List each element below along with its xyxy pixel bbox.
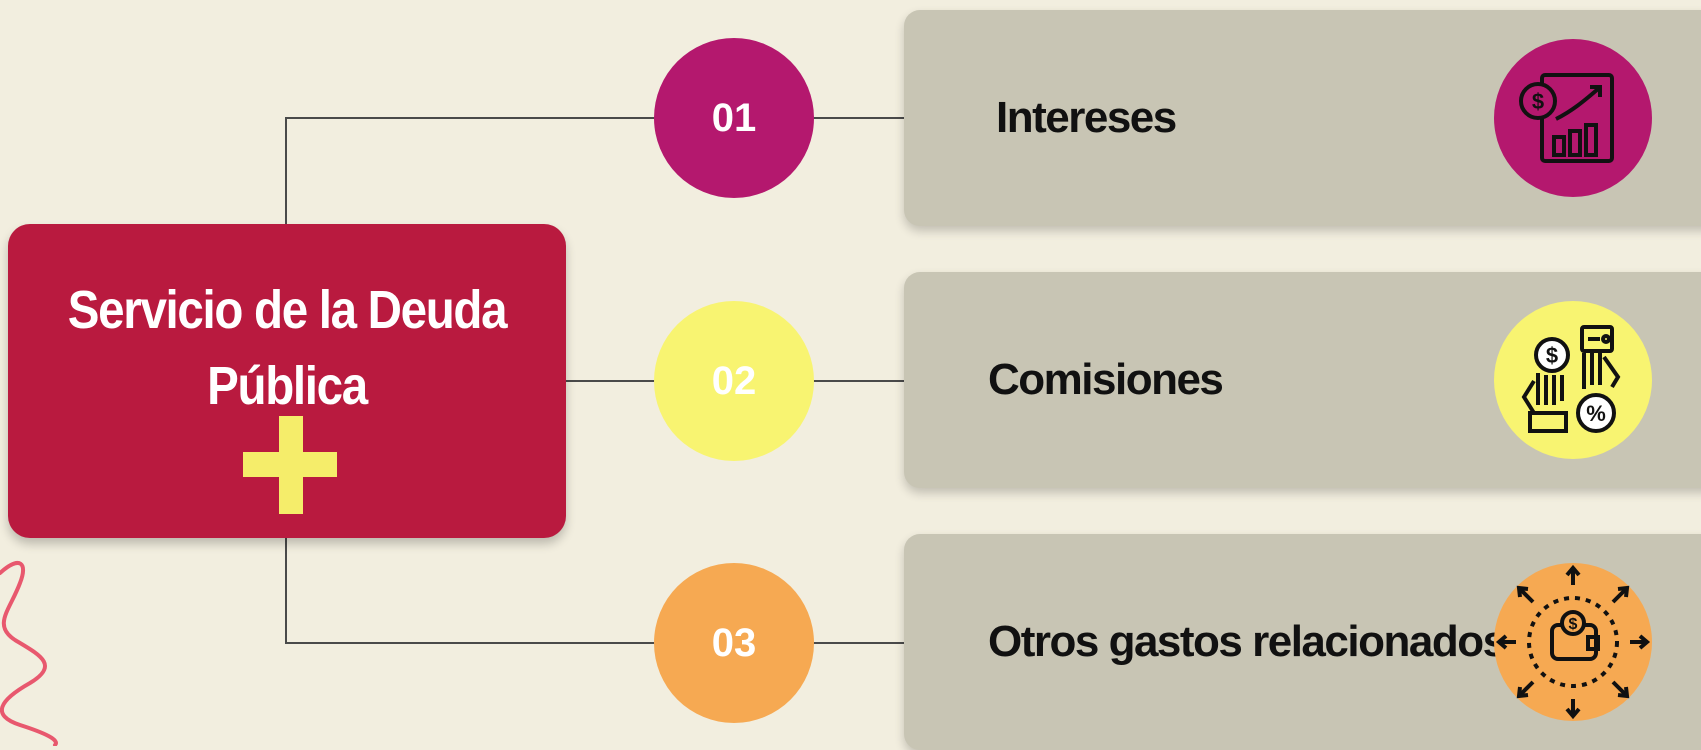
card-comisiones: Comisiones $ % <box>904 272 1701 488</box>
number-circle-01: 01 <box>654 38 814 198</box>
root-node: Servicio de la Deuda Pública <box>8 224 566 538</box>
card-intereses: Intereses $ <box>904 10 1701 226</box>
plus-icon-vertical <box>279 416 303 514</box>
number-label: 03 <box>711 620 757 665</box>
card-label: Comisiones <box>988 355 1224 404</box>
svg-text:%: % <box>1586 401 1606 426</box>
commission-exchange-icon: $ % <box>1494 301 1652 459</box>
root-title-line2: Pública <box>207 356 368 416</box>
wallet-expenses-icon: $ <box>1494 563 1652 721</box>
financial-report-icon: $ <box>1494 39 1652 197</box>
svg-text:$: $ <box>1569 616 1578 633</box>
root-title: Servicio de la Deuda Pública <box>41 272 532 424</box>
number-circle-02: 02 <box>654 301 814 461</box>
root-title-line1: Servicio de la Deuda <box>67 280 508 340</box>
card-label: Intereses <box>996 93 1177 142</box>
card-otros-gastos: Otros gastos relacionados $ <box>904 534 1701 750</box>
number-label: 01 <box>711 95 757 140</box>
connector-01 <box>285 117 656 224</box>
decorative-squiggle <box>0 561 58 746</box>
number-circle-03: 03 <box>654 563 814 723</box>
number-label: 02 <box>711 358 757 403</box>
svg-text:$: $ <box>1546 343 1558 368</box>
svg-text:$: $ <box>1532 89 1544 114</box>
connector-03 <box>285 538 656 644</box>
card-label: Otros gastos relacionados <box>988 617 1507 666</box>
